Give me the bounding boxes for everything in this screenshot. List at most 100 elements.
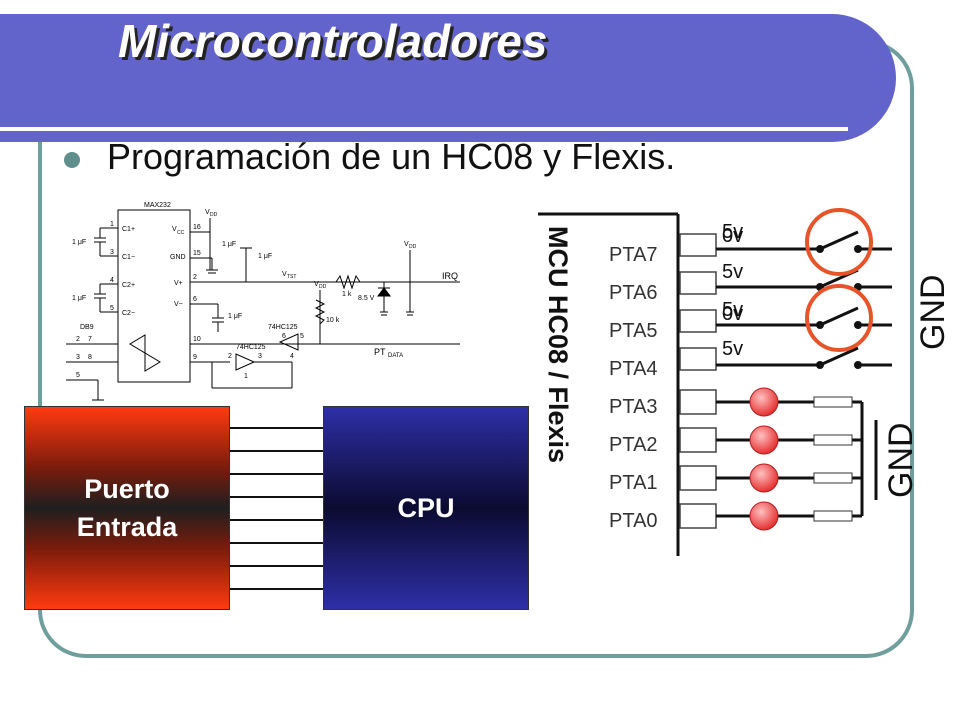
switch-contact [854, 361, 862, 369]
pin-labels: PTA7 PTA6 PTA5 PTA4 PTA3 PTA2 PTA1 PTA0 [609, 244, 658, 532]
voltage-label: 0v [722, 225, 743, 247]
puerto-label-line1: Puerto [84, 474, 170, 504]
voltage-label: 5v [722, 261, 743, 283]
voltage-label: 5v [722, 221, 743, 243]
resistor [813, 396, 853, 408]
resistor [813, 510, 853, 522]
pin-number: 3 [110, 249, 114, 256]
capacitor-label: 1 μF [72, 239, 86, 246]
switch-contact [854, 245, 862, 253]
buffer-label: 74HC125 [236, 344, 266, 351]
pin-label: V− [174, 301, 183, 308]
max232-schematic [66, 209, 460, 401]
pin-number: 15 [193, 250, 201, 257]
pin-number: 7 [88, 336, 92, 343]
pin-number: 10 [193, 336, 201, 343]
buffer-pin: 4 [290, 353, 294, 360]
zener-label: 8.5 V [358, 295, 375, 302]
pin-label-sub: CC [177, 230, 185, 236]
led-icon [749, 425, 779, 455]
capacitor-label: 1 μF [72, 295, 86, 302]
pin-label: C1+ [122, 226, 135, 233]
pin-number: 1 [110, 221, 114, 228]
capacitor-label: 1 μF [258, 253, 272, 260]
led-icon [749, 501, 779, 531]
vdd-label: V [205, 209, 210, 216]
pin-label: V [172, 226, 177, 233]
switch-contact [816, 321, 824, 329]
buffer-pin: 2 [228, 353, 232, 360]
vdd-sub: DD [210, 212, 218, 218]
pin-pta2: PTA2 [609, 434, 658, 456]
slide-title: Microcontroladores [118, 15, 548, 67]
mcu-label: MCU HC08 / Flexis [543, 226, 573, 463]
gnd-leds-label: GND [882, 422, 920, 498]
pin-number: 5 [76, 372, 80, 379]
vdd-label: V [404, 241, 409, 248]
pin-pta1: PTA1 [609, 472, 658, 494]
highlight-circle [805, 208, 873, 276]
led-wiring [716, 400, 878, 518]
irq-label: IRQ [442, 271, 458, 281]
resistor [813, 472, 853, 484]
switch-contact [816, 361, 824, 369]
pin-number: 2 [76, 336, 80, 343]
pin-label: C1− [122, 254, 135, 261]
resistors [813, 396, 853, 522]
switch-contact [816, 245, 824, 253]
vdd-sub: DD [319, 284, 327, 290]
banner-underline [0, 127, 848, 131]
pin-number: 2 [193, 274, 197, 281]
pin-pta5: PTA5 [609, 320, 658, 342]
puerto-entrada-block: Puerto Entrada [24, 406, 230, 610]
capacitor-label: 1 μF [228, 313, 242, 320]
vtst-label: V [282, 271, 287, 278]
schematic-labels: MAX232 C1+ C1− C2+ C2− V CC GND V+ V− 1 … [72, 202, 458, 380]
pin-boxes [679, 233, 717, 529]
pin-number: 16 [193, 224, 201, 231]
resistor-label: 10 k [326, 317, 340, 324]
vdd-sub: DD [409, 244, 417, 250]
vdd-label: V [314, 281, 319, 288]
switch-contacts [816, 245, 862, 369]
ic-name-label: MAX232 [144, 202, 171, 209]
pin-number: 4 [110, 277, 114, 284]
pin-number: 3 [76, 354, 80, 361]
pin-pta0: PTA0 [609, 510, 658, 532]
cpu-label: CPU [397, 493, 455, 523]
pin-number: 8 [88, 354, 92, 361]
connector-label: DB9 [80, 324, 94, 331]
switch-contact [854, 321, 862, 329]
pin-number: 9 [193, 354, 197, 361]
bullet-text: Programación de un HC08 y Flexis. [107, 136, 676, 177]
gnd-switches-label: GND [914, 274, 952, 350]
resistor-label: 1 k [342, 291, 352, 298]
buffer-pin: 3 [258, 353, 262, 360]
buffer-pin: 5 [300, 333, 304, 340]
cpu-block: CPU [323, 406, 529, 610]
voltage-label: 5v [722, 338, 743, 360]
switch-highlights [805, 208, 873, 352]
bus-lines [230, 427, 323, 590]
max232-chip [117, 209, 191, 383]
switch-wiring [716, 230, 892, 367]
pin-label: C2− [122, 310, 135, 317]
voltage-label: 5v [722, 299, 743, 321]
pin-pta4: PTA4 [609, 358, 658, 380]
buffer-label: 74HC125 [268, 324, 298, 331]
led-icon [749, 387, 779, 417]
buffer-pin: 6 [282, 333, 286, 340]
puerto-label-line2: Entrada [76, 512, 178, 542]
pin-pta3: PTA3 [609, 396, 658, 418]
leds [749, 387, 779, 531]
pin-pta6: PTA6 [609, 282, 658, 304]
led-icon [749, 463, 779, 493]
pt-sub: DATA [388, 353, 403, 359]
buffer-pin: 1 [244, 373, 248, 380]
resistor [813, 434, 853, 446]
pin-pta7: PTA7 [609, 244, 658, 266]
highlight-circle [805, 284, 873, 352]
bullet-dot-icon [64, 152, 80, 168]
pt-label: PT [374, 347, 386, 357]
